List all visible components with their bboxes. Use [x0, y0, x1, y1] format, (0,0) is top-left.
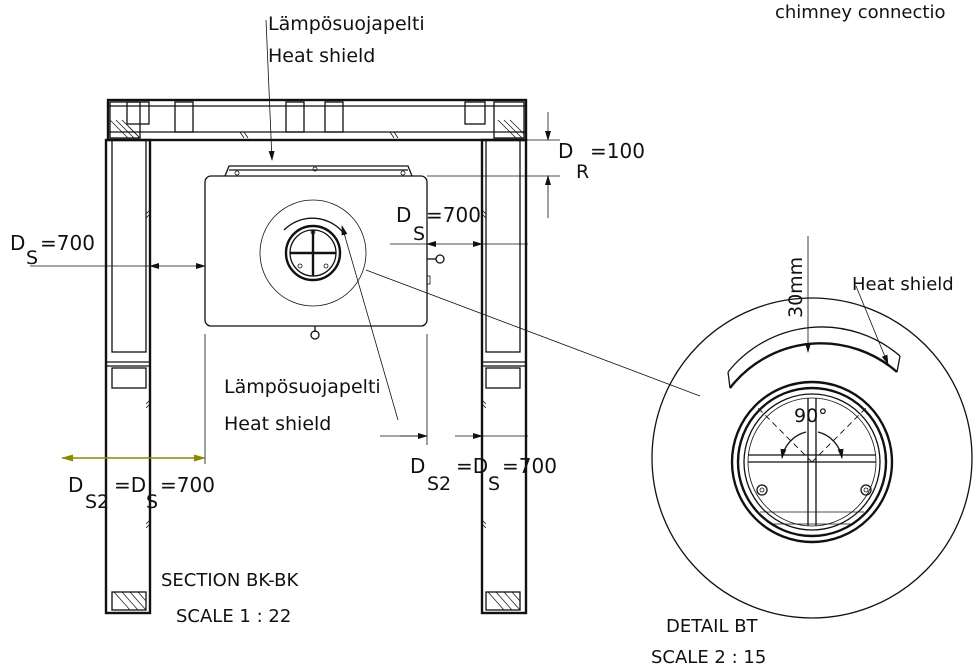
ds-right-sub: S: [413, 223, 425, 245]
top-heat-shield-label-en: Heat shield: [268, 45, 375, 67]
ds-left-base: D: [10, 231, 25, 255]
corner-text: chimney connectio: [775, 2, 945, 23]
stove-body: [204, 165, 445, 340]
ds2-right-sub1: S2: [427, 473, 451, 495]
detail-scale: SCALE 2 : 15: [651, 647, 766, 668]
ds2-right-value: =700: [502, 454, 557, 478]
dimension-lines: [30, 19, 701, 464]
ds2-left-sub2: S: [146, 491, 158, 513]
dim-30mm: 30mm: [785, 257, 807, 318]
ds2-left-base1: D: [68, 473, 83, 497]
ds2-right-sub2: S: [488, 473, 500, 495]
detail-title: DETAIL BT: [666, 616, 759, 637]
dr-value: =100: [590, 139, 645, 163]
detail-bt: [651, 236, 973, 619]
ds-left-value: =700: [40, 231, 95, 255]
section-title: SECTION BK-BK: [161, 570, 299, 591]
ds-right-base: D: [396, 203, 411, 227]
ds2-left-sub1: S2: [85, 491, 109, 513]
ds2-right-mid: =D: [456, 454, 488, 478]
wall-frame: [104, 98, 528, 615]
section-scale: SCALE 1 : 22: [176, 606, 291, 627]
ds-right-value: =700: [426, 203, 481, 227]
dr-base: D: [558, 139, 573, 163]
ds2-left-mid: =D: [114, 473, 146, 497]
detail-heat-shield-label: Heat shield: [852, 274, 954, 295]
mid-heat-shield-label-fi: Lämpösuojapelti: [224, 376, 381, 398]
ds-left-sub: S: [26, 247, 38, 269]
mid-heat-shield-label-en: Heat shield: [224, 413, 331, 435]
ds2-right-base1: D: [410, 454, 425, 478]
angle-90: 90°: [794, 405, 828, 427]
top-heat-shield-label-fi: Lämpösuojapelti: [268, 13, 425, 35]
dr-sub: R: [576, 161, 589, 183]
ds2-left-value: =700: [160, 473, 215, 497]
